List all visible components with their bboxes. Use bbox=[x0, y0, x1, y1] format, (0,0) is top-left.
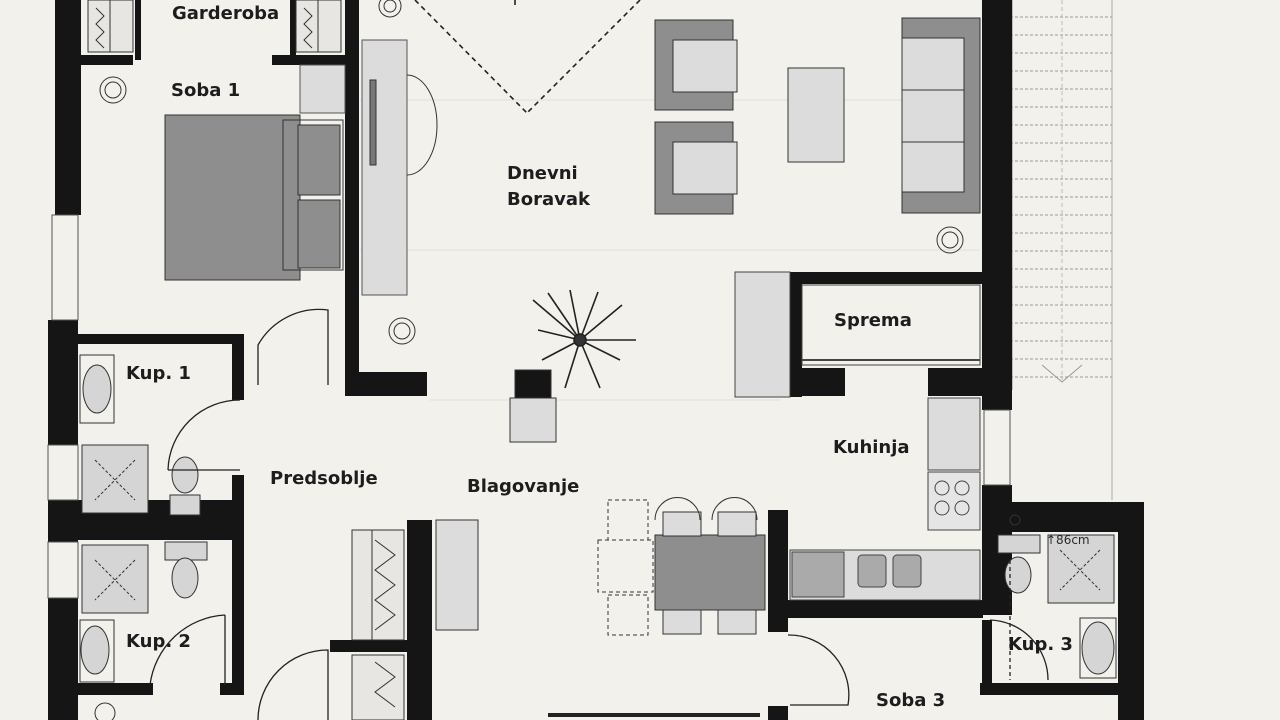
sofa-set bbox=[654, 17, 981, 215]
label-boravak: Boravak bbox=[507, 189, 590, 210]
hall-wardrobes bbox=[351, 519, 479, 720]
label-blagovanje: Blagovanje bbox=[467, 476, 580, 497]
label-soba-1: Soba 1 bbox=[171, 80, 241, 101]
shower-size-annotation: ↑86cm bbox=[1046, 533, 1090, 547]
garderoba-wardrobes bbox=[87, 0, 342, 53]
label-dnevni: Dnevni bbox=[507, 163, 578, 184]
view-lines bbox=[414, 0, 641, 114]
terrace-stairs bbox=[1011, 0, 1113, 500]
label-soba-3: Soba 3 bbox=[876, 690, 946, 711]
label-kup-2: Kup. 2 bbox=[126, 631, 191, 652]
doors bbox=[149, 308, 1049, 720]
palm-plant-icon bbox=[532, 289, 636, 389]
tv-unit bbox=[361, 39, 438, 296]
windows bbox=[47, 214, 1011, 599]
plant-icon bbox=[94, 0, 964, 720]
label-kup-3: Kup. 3 bbox=[1008, 634, 1073, 655]
label-garderoba: Garderoba bbox=[172, 3, 280, 24]
bed-soba1 bbox=[164, 64, 346, 281]
dining-table bbox=[597, 497, 766, 636]
label-predsoblje: Predsoblje bbox=[270, 468, 378, 489]
walls bbox=[48, 0, 1144, 720]
desk-chair bbox=[509, 369, 557, 443]
label-sprema: Sprema bbox=[834, 310, 912, 331]
bathroom-fixtures bbox=[79, 354, 1117, 683]
kitchen bbox=[734, 271, 981, 601]
label-kuhinja: Kuhinja bbox=[833, 437, 910, 458]
label-kup-1: Kup. 1 bbox=[126, 363, 191, 384]
